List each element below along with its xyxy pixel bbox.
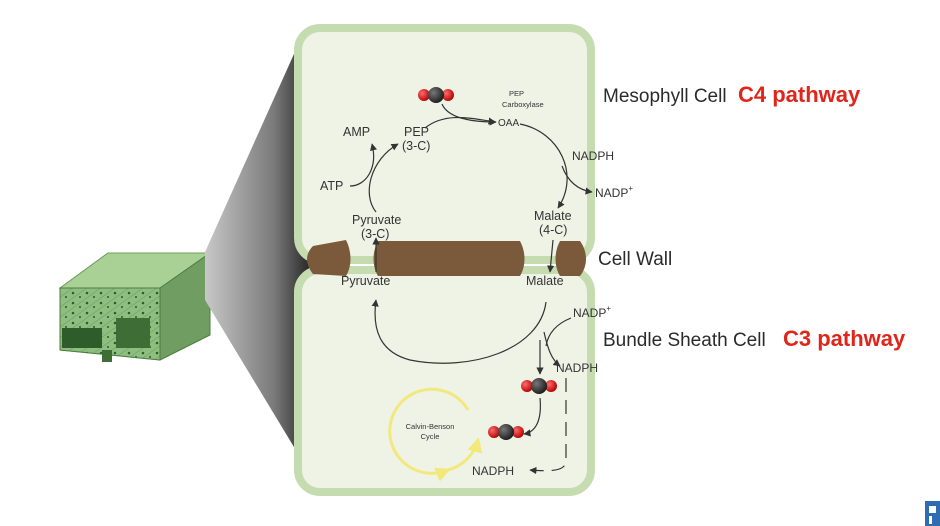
arrow-dashed-nadph xyxy=(529,378,567,475)
arrow-nadph-to-nadp xyxy=(561,165,593,195)
mesophyll-cell-label: Mesophyll Cell xyxy=(603,86,727,107)
arrow-pyruvate-to-pep xyxy=(368,143,399,213)
label-oaa: OAA xyxy=(498,118,519,129)
label-nadp-top: NADP+ xyxy=(595,184,633,200)
label-atp: ATP xyxy=(320,179,343,193)
label-pep-carboxylase-2: Carboxylase xyxy=(502,100,544,109)
co2-molecule-top xyxy=(418,87,454,103)
calvin-benson-cycle-ring xyxy=(388,387,483,482)
c3-pathway-label: C3 pathway xyxy=(783,326,906,351)
label-pyruvate-top-carbons: (3-C) xyxy=(361,227,389,241)
arrow-pep-to-oaa xyxy=(424,116,496,129)
label-malate-top: Malate xyxy=(534,209,572,223)
bundle-sheath-cell xyxy=(294,266,595,496)
bundle-sheath-cell-label: Bundle Sheath Cell xyxy=(603,330,766,351)
label-pep-carbons: (3-C) xyxy=(402,139,430,153)
cell-wall xyxy=(307,240,586,276)
label-cycle-line2: Cycle xyxy=(421,432,440,441)
arrow-malate-to-pyruvate xyxy=(371,299,547,364)
label-pep: PEP xyxy=(404,125,429,139)
label-malate-top-carbons: (4-C) xyxy=(539,223,567,237)
label-nadp-bottom: NADP+ xyxy=(573,304,611,320)
leaf-cross-section xyxy=(58,252,212,362)
label-pyruvate-bottom: Pyruvate xyxy=(341,274,390,288)
arrow-to-nadph-mid xyxy=(543,331,561,367)
label-nadph-mid: NADPH xyxy=(556,361,598,375)
label-malate-bottom: Malate xyxy=(526,274,564,288)
arrow-atp-to-amp xyxy=(349,143,378,187)
label-nadph-top: NADPH xyxy=(572,149,614,163)
label-amp: AMP xyxy=(343,125,370,139)
co2-molecule-middle xyxy=(521,378,557,394)
cell-wall-label: Cell Wall xyxy=(598,249,673,270)
label-pyruvate-top: Pyruvate xyxy=(352,213,401,227)
arrow-malate-down xyxy=(547,239,555,273)
arrow-to-co2-bottom xyxy=(523,397,541,437)
label-nadp-bottom-plus: + xyxy=(606,304,611,313)
zoom-cone xyxy=(205,45,320,490)
co2-molecule-bottom xyxy=(488,424,524,440)
label-pep-carboxylase-1: PEP xyxy=(509,89,524,98)
label-nadp-top-plus: + xyxy=(628,184,633,193)
label-nadph-bottom: NADPH xyxy=(472,464,514,478)
label-cycle-line1: Calvin-Benson xyxy=(406,422,455,431)
corner-logo-icon xyxy=(925,501,940,526)
c4-pathway-label: C4 pathway xyxy=(738,82,861,107)
arrow-oaa-to-malate xyxy=(519,123,568,209)
